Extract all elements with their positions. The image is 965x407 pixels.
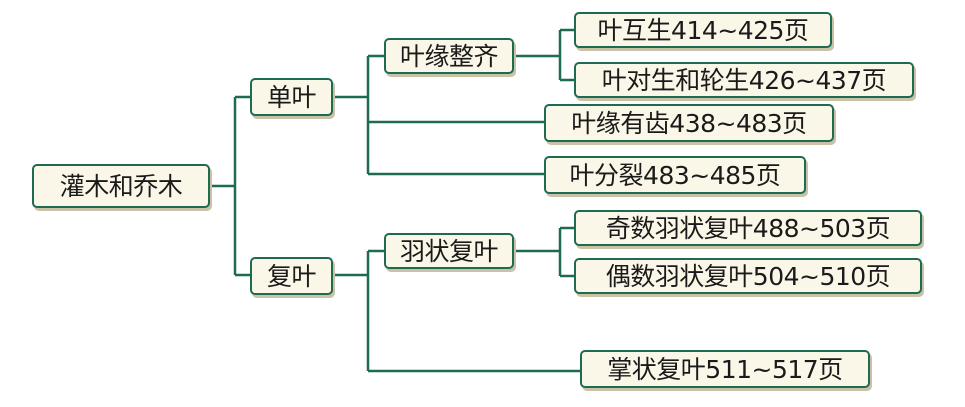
- node-pinnate-compound: 羽状复叶: [384, 233, 514, 269]
- node-odd-pinnate: 奇数羽状复叶488~503页: [574, 210, 922, 246]
- node-toothed-margin: 叶缘有齿438~483页: [544, 104, 834, 142]
- node-even-pinnate: 偶数羽状复叶504~510页: [574, 258, 922, 294]
- root-node-shrubs-and-trees: 灌木和乔木: [32, 164, 210, 208]
- node-compound-leaf: 复叶: [250, 257, 333, 295]
- node-lobed-leaf: 叶分裂483~485页: [544, 156, 806, 194]
- node-alternate-leaves: 叶互生414~425页: [574, 12, 832, 48]
- node-palmate-compound: 掌状复叶511~517页: [580, 350, 870, 388]
- node-opposite-whorled-leaves: 叶对生和轮生426~437页: [574, 62, 914, 98]
- node-single-leaf: 单叶: [250, 78, 333, 116]
- node-entire-margin: 叶缘整齐: [384, 38, 514, 74]
